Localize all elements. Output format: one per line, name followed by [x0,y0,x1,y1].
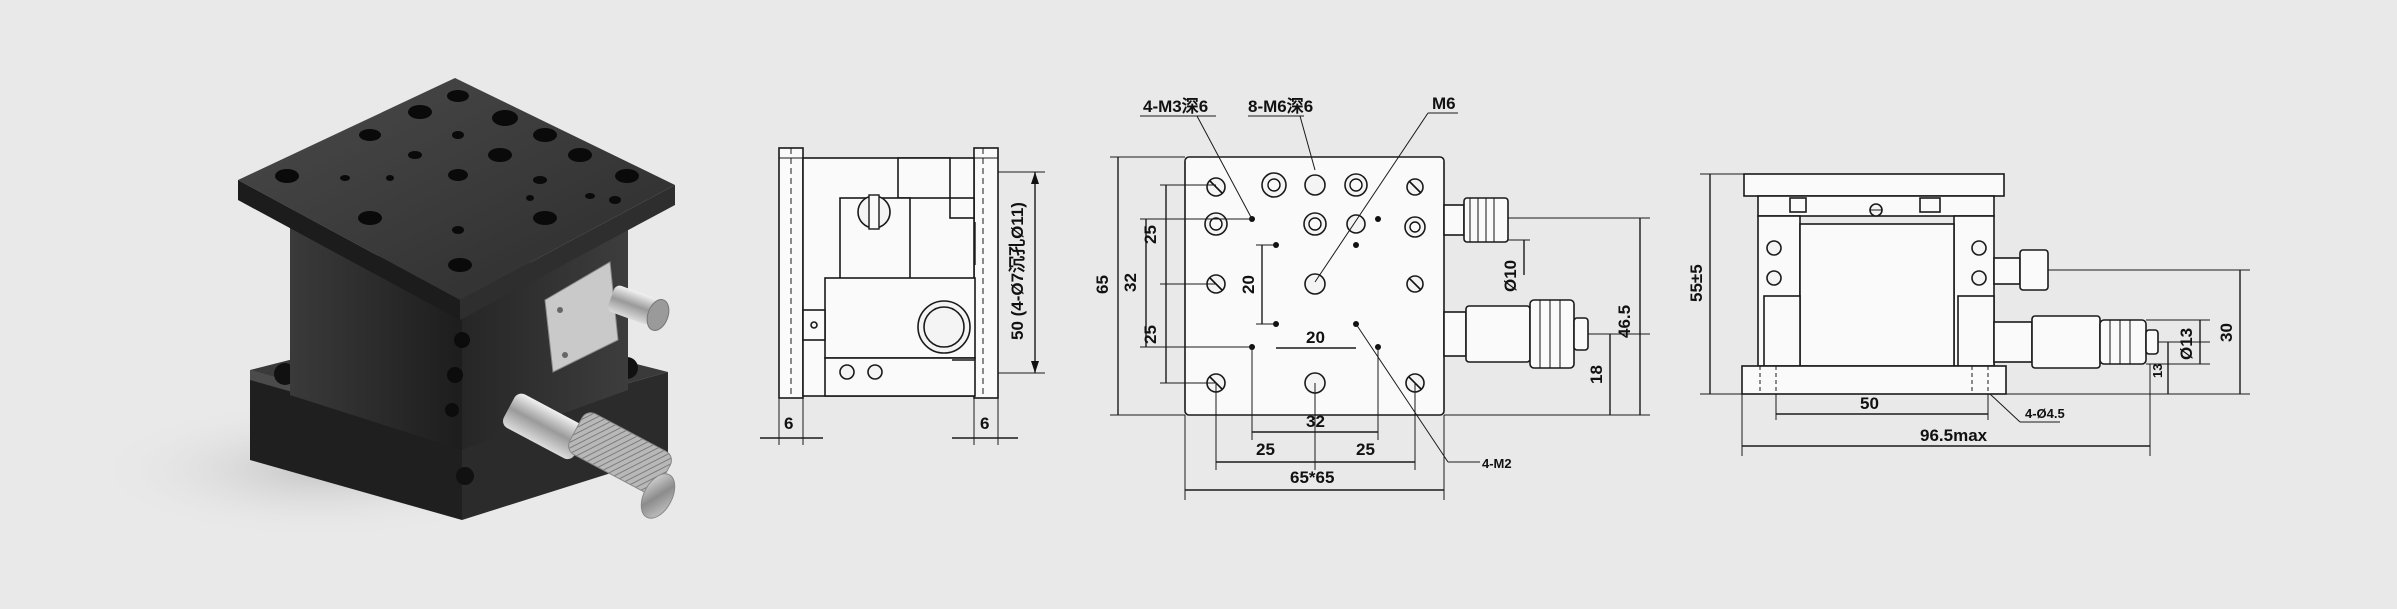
dim-25-horizontal-left: 25 [1256,440,1275,459]
dim-96-5: 96.5max [1920,426,1988,445]
dim-46-5: 46.5 [1615,305,1634,338]
dim-65x65: 65*65 [1290,468,1334,487]
dim-20-vertical: 20 [1239,275,1258,294]
dim-55: 55±5 [1687,264,1706,302]
dim-50: 50 [1860,394,1879,413]
label-4-m3: 4-M3深6 [1143,96,1208,116]
label-8-m6: 8-M6深6 [1248,96,1313,116]
dim-20-horizontal: 20 [1306,328,1325,347]
dim-dia10: Ø10 [1501,260,1520,292]
side-view-left: 50 (4-Ø7沉孔Ø11) 6 6 [760,147,1045,445]
dim-25-horizontal-right: 25 [1356,440,1375,459]
dim-25-vertical-top: 25 [1141,225,1160,244]
dim-30: 30 [2217,323,2236,342]
dim-4-dia4-5: 4-Ø4.5 [2025,406,2065,421]
label-m6: M6 [1432,94,1456,113]
dim-18: 18 [1587,365,1606,384]
dim-13: 13 [2150,364,2165,378]
side-width-left-label: 6 [784,414,793,433]
dim-32-vertical: 32 [1121,273,1140,292]
side-height-label: 50 (4-Ø7沉孔Ø11) [1007,202,1027,340]
front-view: 55±5 50 4-Ø4.5 96.5max 30 Ø13 13 [1687,173,2250,456]
side-width-right-label: 6 [980,414,989,433]
dim-25-vertical-bottom: 25 [1141,325,1160,344]
dim-65-vertical: 65 [1093,275,1112,294]
dim-dia13: Ø13 [2177,328,2196,360]
stage-render-3d [90,78,676,540]
label-4-m2: 4-M2 [1482,456,1512,471]
top-view: 4-M3深6 8-M6深6 M6 4-M2 65 32 25 25 20 20 [1093,94,1650,500]
